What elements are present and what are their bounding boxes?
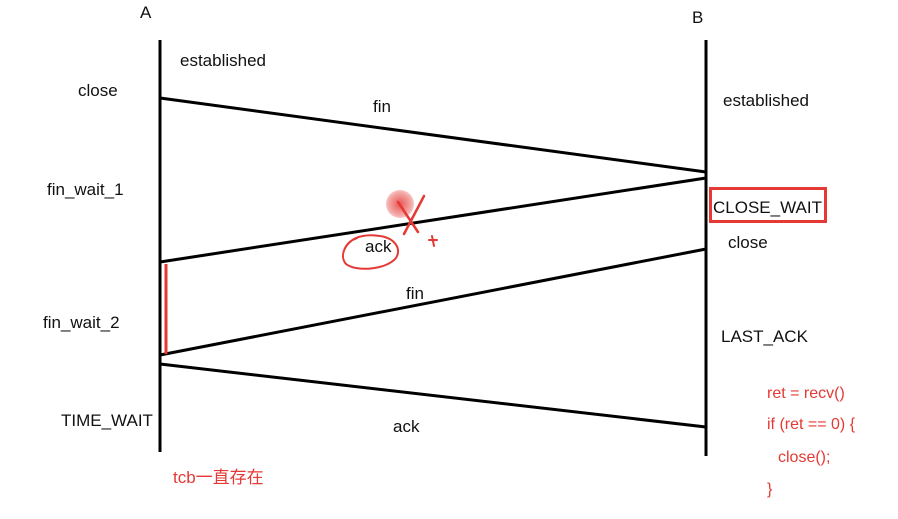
arrow-ack-1	[159, 176, 707, 264]
state-b-established: established	[723, 91, 810, 110]
state-time-wait: TIME_WAIT	[61, 411, 153, 430]
state-b-close: close	[728, 233, 768, 252]
arrow-fin-1	[159, 96, 707, 174]
state-fin-wait-1: fin_wait_1	[47, 180, 124, 199]
code-line-3: close();	[778, 449, 831, 466]
state-fin-wait-2: fin_wait_2	[43, 313, 120, 332]
message-ack-1-label: ack	[365, 237, 392, 256]
close-wait-highlight-box	[709, 187, 827, 223]
ack-circle-mark	[342, 234, 399, 270]
code-line-1: ret = recv()	[767, 385, 845, 402]
tcb-note: tcb一直存在	[173, 468, 264, 487]
message-ack-2-label: ack	[393, 417, 420, 436]
host-b-label: B	[692, 8, 704, 27]
state-a-established: established	[180, 51, 267, 70]
cursor-highlight-dot	[386, 190, 414, 218]
arrow-ack-2	[159, 362, 707, 429]
code-line-2: if (ret == 0) {	[767, 416, 856, 433]
host-a-label: A	[140, 3, 152, 22]
code-line-4: }	[767, 481, 773, 498]
lost-ack-tick-mark	[428, 235, 438, 247]
state-close-wait: CLOSE_WAIT	[713, 198, 822, 217]
state-a-close: close	[78, 81, 118, 100]
state-last-ack: LAST_ACK	[721, 327, 808, 346]
message-fin-2-label: fin	[406, 284, 424, 303]
arrow-fin-2	[159, 247, 707, 357]
message-fin-1-label: fin	[373, 97, 391, 116]
